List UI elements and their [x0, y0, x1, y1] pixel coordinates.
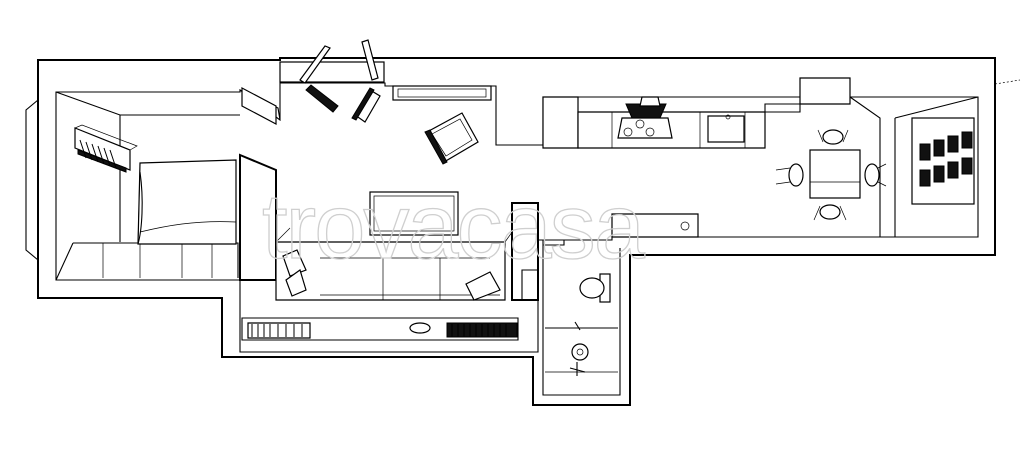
- corner-notch: [25, 99, 39, 261]
- wall-shelving: [911, 117, 975, 205]
- sink: [707, 115, 745, 143]
- bedroom: [55, 91, 277, 281]
- window-door: [279, 39, 492, 123]
- kitchen: [542, 77, 851, 238]
- dining-table: [809, 149, 861, 199]
- shower: [569, 343, 589, 376]
- toilet: [579, 273, 611, 303]
- sofa: [275, 227, 516, 301]
- bed: [137, 159, 237, 245]
- floor-rug: [241, 317, 519, 341]
- living-room: [239, 39, 539, 341]
- dining-area: [775, 79, 1021, 237]
- watermark: trovacasa: [262, 176, 646, 278]
- tv: [369, 191, 459, 236]
- cooktop: [617, 96, 673, 139]
- dining-chair: [775, 129, 887, 221]
- bathroom: [542, 239, 621, 396]
- armchair: [424, 112, 479, 165]
- bookshelf: [74, 124, 138, 173]
